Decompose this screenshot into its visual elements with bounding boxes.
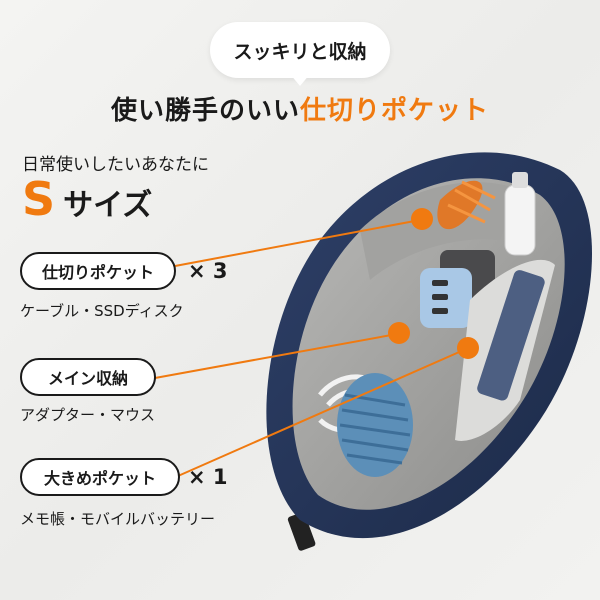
spray-bottle — [504, 172, 536, 256]
pocket-label-text: 大きめポケット — [43, 469, 156, 488]
memo-pad — [477, 270, 545, 401]
leader-line-3 — [177, 348, 467, 477]
speech-bubble-text: スッキリと収納 — [233, 40, 367, 63]
leader-dot-3 — [457, 337, 479, 359]
blue-braided-cable — [337, 373, 413, 477]
pocket-contents-large: メモ帳・モバイルバッテリー — [20, 510, 216, 528]
zipper-pull — [287, 512, 316, 551]
headline: 使い勝手のいい仕切りポケット — [0, 90, 600, 127]
leader-dot-1 — [411, 208, 433, 230]
headline-part1: 使い勝手のいい — [110, 96, 300, 126]
pocket-count-dividers: × 3 — [188, 259, 228, 283]
pocket-contents-dividers: ケーブル・SSDディスク — [20, 302, 184, 320]
pocket-label-large: 大きめポケット — [20, 458, 180, 496]
pocket-label-text: メイン収納 — [47, 369, 128, 388]
headline-part2: 仕切りポケット — [300, 96, 490, 126]
size-letter: S — [22, 172, 56, 226]
pocket-contents-main: アダプター・マウス — [20, 406, 156, 424]
size-word: サイズ — [63, 188, 153, 223]
leader-dot-2 — [388, 322, 410, 344]
leader-line-1 — [174, 219, 421, 267]
speech-bubble: スッキリと収納 — [210, 22, 390, 78]
tagline: 日常使いしたいあなたに — [22, 155, 209, 175]
blue-adapter — [420, 268, 472, 328]
size-title: S サイズ — [22, 176, 152, 224]
pocket-label-text: 仕切りポケット — [41, 263, 154, 282]
pocket-label-main: メイン収納 — [20, 358, 156, 396]
leader-line-2 — [154, 333, 398, 379]
pocket-label-dividers: 仕切りポケット — [20, 252, 176, 290]
speech-bubble-tail — [290, 74, 310, 86]
orange-cables — [437, 180, 496, 230]
pocket-count-large: × 1 — [188, 465, 228, 489]
